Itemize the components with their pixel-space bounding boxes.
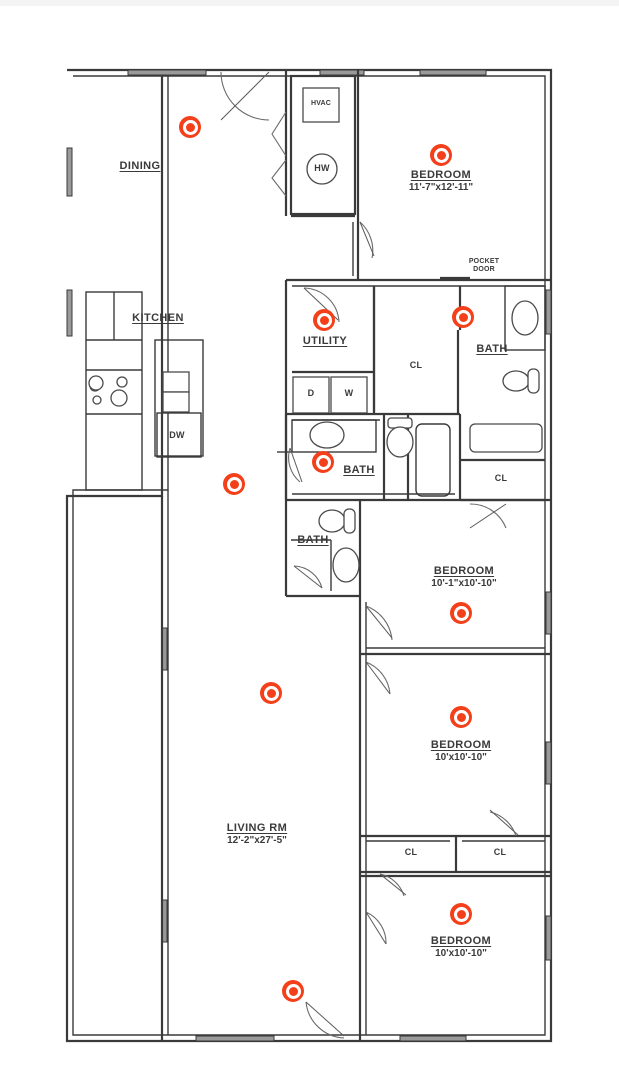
room-label-bath1: BATH [476, 343, 507, 355]
room-label-bedroom3: BEDROOM 10'x10'-10" [431, 739, 491, 763]
room-label-kitchen: KITCHEN [132, 312, 184, 324]
room-dimensions: 10'-1"x10'-10" [431, 578, 497, 589]
interior-walls [160, 70, 551, 1041]
room-dimensions: 10'x10'-10" [435, 752, 487, 763]
room-label-bath3: BATH [297, 534, 328, 546]
room-dimensions: 12'-2"x27'-5" [227, 835, 287, 846]
closet-label-cl-left: CL [404, 847, 418, 857]
room-label-bedroom4: BEDROOM 10'x10'-10" [431, 935, 491, 959]
room-name: BATH [343, 464, 375, 476]
room-dimensions: 11'-7"x12'-11" [408, 182, 474, 193]
room-label-bath2: BATH [343, 464, 374, 476]
room-name: KITCHEN [132, 312, 184, 324]
pocket-door-line1: POCKET [468, 258, 500, 265]
bath-fixtures [309, 300, 543, 583]
room-label-dining: DINING [120, 160, 161, 172]
marker-living-1[interactable] [260, 682, 282, 704]
room-name: BEDROOM [433, 565, 495, 577]
pocket-door-annotation: POCKET DOOR [469, 258, 499, 274]
room-name: DINING [119, 160, 161, 172]
washer-label: W [344, 388, 354, 398]
room-label-livingrm: LIVING RM 12'-2"x27'-5" [227, 822, 287, 846]
room-name: UTILITY [302, 335, 348, 347]
marker-bedroom1[interactable] [430, 144, 452, 166]
room-name: BATH [476, 343, 508, 355]
room-label-bedroom2: BEDROOM 10'-1"x10'-10" [431, 565, 496, 589]
room-name: BEDROOM [430, 739, 492, 751]
mechanical-equipment [302, 87, 340, 185]
exterior-walls [65, 68, 553, 1043]
marker-kitchen[interactable] [223, 473, 245, 495]
kitchen-fixtures [85, 291, 204, 491]
doors [220, 71, 519, 1039]
marker-bedroom3[interactable] [450, 706, 472, 728]
room-label-bedroom1: BEDROOM 11'-7"x12'-11" [409, 169, 473, 193]
room-name: LIVING RM [226, 822, 288, 834]
room-name: BEDROOM [410, 169, 472, 181]
marker-bath2[interactable] [312, 451, 334, 473]
closet-label-cl-bath: CL [494, 473, 508, 483]
exterior-windows [66, 69, 552, 1042]
room-name: BEDROOM [430, 935, 492, 947]
pocket-door-line2: DOOR [473, 266, 495, 273]
closet-label-cl-right: CL [493, 847, 507, 857]
hvac-label: HVAC [310, 100, 332, 107]
room-label-utility: UTILITY [303, 335, 347, 347]
closet-label-cl-main: CL [409, 360, 423, 370]
hot-water-label: HW [314, 163, 330, 173]
marker-utility[interactable] [313, 309, 335, 331]
room-dimensions: 10'x10'-10" [435, 948, 487, 959]
marker-bath1[interactable] [452, 306, 474, 328]
marker-bedroom2[interactable] [450, 602, 472, 624]
marker-bedroom4[interactable] [450, 903, 472, 925]
dishwasher-label: DW [169, 430, 185, 440]
marker-dining[interactable] [179, 116, 201, 138]
top-strip [0, 0, 619, 6]
dryer-label: D [307, 388, 315, 398]
room-name: BATH [297, 534, 329, 546]
marker-living-2[interactable] [282, 980, 304, 1002]
